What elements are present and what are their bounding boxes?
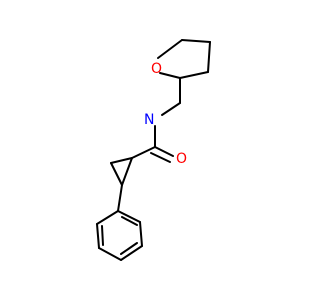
bond-ph-inner-b [120,242,138,255]
bond-ph-6-1 [96,210,119,225]
bond-ph-inner-c [101,225,104,246]
bond-thf-c1-c2 [181,39,211,43]
atom-oxygen-carbonyl: O [176,151,187,167]
bond-ph-4-5 [98,247,122,261]
bond-ch2-n [161,102,181,116]
bond-cp2-cp3 [110,162,123,186]
bond-cp3-cp1 [121,157,133,186]
bond-cp1-cp2 [110,157,133,164]
bond-carbonyl-double-a [154,146,174,157]
bond-thf-o-c1 [157,39,183,59]
bond-ph-inner-a [121,216,138,226]
bond-thf-c3-c4 [179,71,209,79]
atom-oxygen-ring: O [151,61,162,77]
bond-carbonyl-c-cp1 [131,146,156,159]
bond-ph-2-3 [139,221,143,247]
bond-ph-1-2 [117,210,141,223]
bond-cp3-phenyl [117,184,123,212]
atom-nitrogen: N [144,112,154,128]
bond-ph-3-4 [120,245,143,261]
bond-thf-c4-o [159,72,181,79]
molecule-structure: O N O [96,39,211,261]
bond-ph-5-6 [96,223,100,249]
bond-thf-c2-c3 [207,41,211,73]
bond-carbonyl-double-b [150,152,171,163]
